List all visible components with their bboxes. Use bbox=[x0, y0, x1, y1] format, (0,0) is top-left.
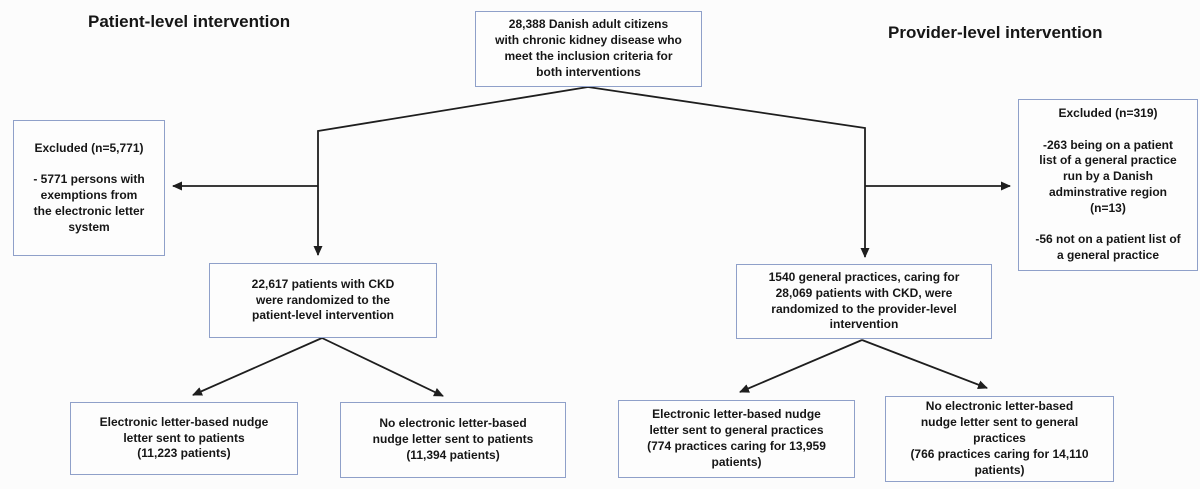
node-nudge-letter-patients: Electronic letter-based nudge letter sen… bbox=[70, 402, 298, 475]
node-no-nudge-letter-patients: No electronic letter-based nudge letter … bbox=[340, 402, 566, 478]
arrow-to-no-nudge-patients bbox=[321, 337, 444, 397]
node-inclusion-criteria: 28,388 Danish adult citizens with chroni… bbox=[475, 11, 702, 87]
arrow-inclusion-to-randomized-patient bbox=[313, 86, 589, 256]
patient-level-intervention-heading: Patient-level intervention bbox=[88, 12, 291, 31]
node-no-nudge-letter-practices: No electronic letter-based nudge letter … bbox=[885, 396, 1114, 482]
arrow-to-no-nudge-practices bbox=[861, 339, 988, 389]
arrow-to-nudge-patients bbox=[192, 337, 323, 396]
arrow-inclusion-to-randomized-provider bbox=[587, 86, 870, 258]
node-randomized-provider-level: 1540 general practices, caring for 28,06… bbox=[736, 264, 992, 339]
provider-level-intervention-heading: Provider-level intervention bbox=[888, 23, 1103, 42]
node-excluded-patient-level: Excluded (n=5,771) - 5771 persons with e… bbox=[13, 120, 165, 256]
arrow-to-nudge-practices bbox=[739, 339, 863, 393]
node-nudge-letter-practices: Electronic letter-based nudge letter sen… bbox=[618, 400, 855, 478]
node-randomized-patient-level: 22,617 patients with CKD were randomized… bbox=[209, 263, 437, 338]
node-excluded-provider-level: Excluded (n=319) -263 being on a patient… bbox=[1018, 99, 1198, 271]
